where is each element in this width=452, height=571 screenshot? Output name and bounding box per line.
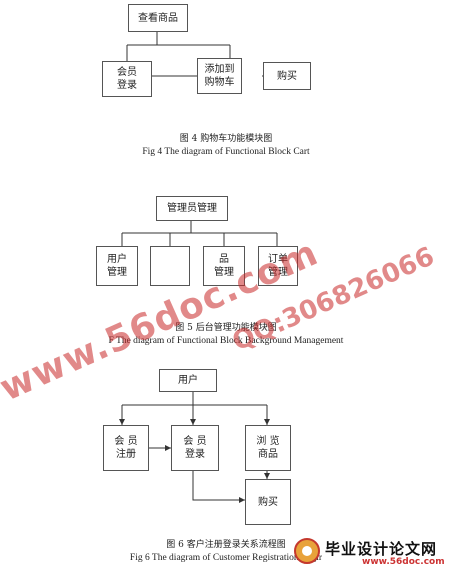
node-buy-flow: 购买 xyxy=(245,479,291,525)
node-buy: 购买 xyxy=(263,62,311,90)
node-admin: 管理员管理 xyxy=(156,196,228,221)
node-register: 会 员 注册 xyxy=(103,425,149,471)
node-login: 会 员 登录 xyxy=(171,425,219,471)
node-goods-mgmt: 品 管理 xyxy=(203,246,245,286)
figure5-caption-en: F The diagram of Functional Block Backgr… xyxy=(108,336,344,346)
arrowhead xyxy=(264,473,270,479)
figure6-caption-en: Fig 6 The diagram of Customer Registrati… xyxy=(129,553,323,563)
node-order-mgmt: 订单 管理 xyxy=(258,246,298,286)
arrowhead xyxy=(165,445,171,451)
node-member-login: 会员 登录 xyxy=(102,61,152,97)
node-user-mgmt: 用户 管理 xyxy=(96,246,138,286)
arrowhead xyxy=(239,497,245,503)
arrowhead xyxy=(119,419,125,425)
node-view-goods: 查看商品 xyxy=(128,4,188,32)
figure5-caption-cn: 图 5 后台管理功能模块图 xyxy=(175,323,277,333)
figure6-caption-cn: 图 6 客户注册登录关系流程图 xyxy=(166,540,286,550)
arrowhead xyxy=(190,419,196,425)
site-logo-icon xyxy=(294,538,320,564)
footer-site-url: www.56doc.com xyxy=(362,557,445,567)
figure4-caption-cn: 图 4 购物车功能模块图 xyxy=(179,134,273,144)
node-box2 xyxy=(150,246,190,286)
arrowhead xyxy=(264,419,270,425)
node-browse: 浏 览 商品 xyxy=(245,425,291,471)
footer-site-title: 毕业设计论文网 xyxy=(325,540,438,558)
node-user: 用户 xyxy=(159,369,217,392)
node-add-to-cart: 添加到 购物车 xyxy=(197,58,242,94)
figure4-caption-en: Fig 4 The diagram of Functional Block Ca… xyxy=(142,147,310,157)
